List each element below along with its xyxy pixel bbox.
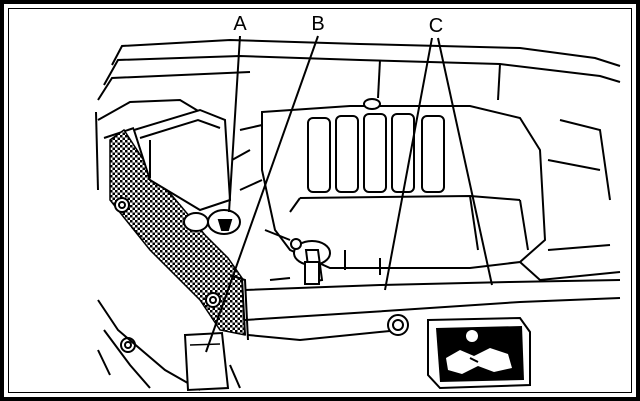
- leader-c2: [437, 37, 493, 286]
- hood-release-tab: [183, 331, 230, 392]
- hood-release-tab-edge: [189, 343, 221, 346]
- callout-leaders: [205, 35, 493, 353]
- hood-edge: [97, 38, 621, 101]
- engine-cover: [261, 98, 547, 269]
- leader-b: [205, 35, 319, 353]
- diagram-inner-border: [8, 8, 632, 393]
- bolts: [114, 197, 409, 353]
- service-label-plate: [427, 316, 531, 390]
- front-panel: [229, 261, 621, 342]
- leader-c1: [384, 37, 433, 291]
- grille-edge: [241, 277, 246, 336]
- callout-b: B: [311, 13, 324, 35]
- engine-hardware: [231, 119, 611, 275]
- callout-c: C: [429, 15, 443, 37]
- leader-a: [228, 35, 241, 213]
- callout-a: A: [233, 13, 247, 35]
- dipstick: [290, 238, 331, 285]
- bumper-contour: [97, 299, 241, 391]
- oil-fill-cap: [183, 209, 241, 235]
